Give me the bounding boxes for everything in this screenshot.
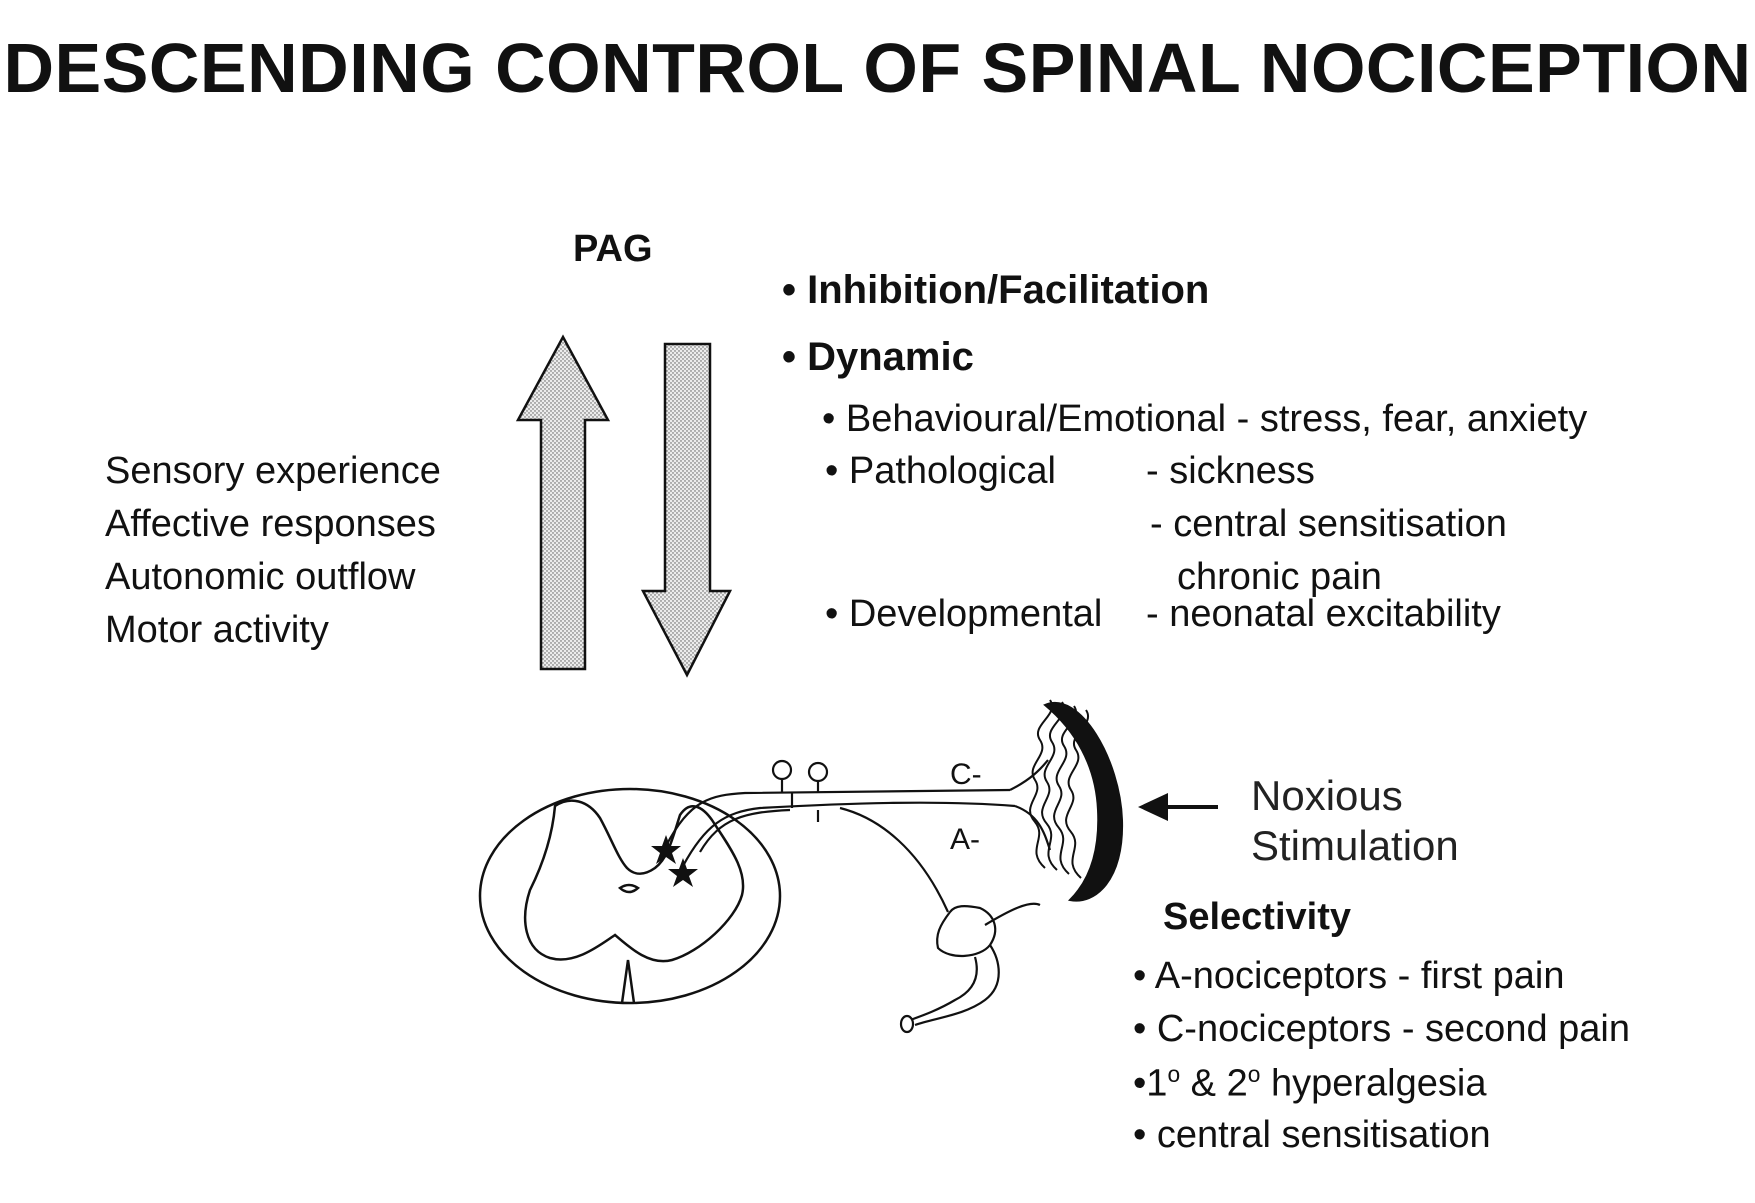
hyperalgesia-suffix: hyperalgesia (1260, 1062, 1487, 1105)
outcome-affective: Affective responses (105, 503, 436, 545)
outcome-motor: Motor activity (105, 609, 329, 651)
outcome-autonomic: Autonomic outflow (105, 556, 416, 598)
outcome-sensory: Sensory experience (105, 450, 441, 492)
path-sickness: - sickness (1146, 450, 1315, 492)
c-fibre-label: C- (950, 758, 982, 791)
descending-arrow (640, 342, 733, 678)
afferent-fibres (665, 759, 1052, 1034)
stimulus-line2: Stimulation (1251, 822, 1459, 869)
dev-neonatal: - neonatal excitability (1146, 593, 1501, 635)
stimulus-line1: Noxious (1251, 772, 1403, 819)
skin-surface (1043, 702, 1124, 902)
skin-nociceptors (1029, 699, 1089, 879)
sub-developmental: • Developmental (825, 593, 1103, 635)
sub-pathological: • Pathological (825, 450, 1056, 492)
selectivity-c-nociceptors: • C-nociceptors - second pain (1133, 1008, 1630, 1050)
hyperalgesia-prefix: •1 (1133, 1062, 1168, 1105)
spinal-cord-section (478, 787, 782, 1005)
hyperalgesia-mid: & 2 (1180, 1062, 1248, 1105)
hyperalgesia-sup1: o (1167, 1061, 1181, 1087)
selectivity-hyperalgesia: •1o & 2o hyperalgesia (1133, 1061, 1486, 1106)
sub-behavioural: • Behavioural/Emotional - stress, fear, … (822, 398, 1588, 440)
selectivity-a-nociceptors: • A-nociceptors - first pain (1133, 955, 1565, 997)
path-central-sensitisation: - central sensitisation (1150, 503, 1507, 545)
hyperalgesia-sup2: o (1247, 1061, 1261, 1087)
ascending-arrow (515, 334, 611, 671)
pag-label: PAG (573, 228, 653, 270)
dorsal-horn-neurons (651, 835, 698, 887)
point-dynamic: • Dynamic (782, 335, 974, 379)
point-inhibition-facilitation: • Inhibition/Facilitation (782, 268, 1210, 312)
a-fibre-label: A- (950, 823, 980, 856)
path-chronic-pain: chronic pain (1177, 556, 1382, 598)
diagram-title: DESCENDING CONTROL OF SPINAL NOCICEPTION (3, 29, 1752, 107)
selectivity-central-sensitisation: • central sensitisation (1133, 1114, 1491, 1156)
selectivity-heading: Selectivity (1163, 896, 1351, 938)
stimulus-arrow (1138, 793, 1218, 821)
